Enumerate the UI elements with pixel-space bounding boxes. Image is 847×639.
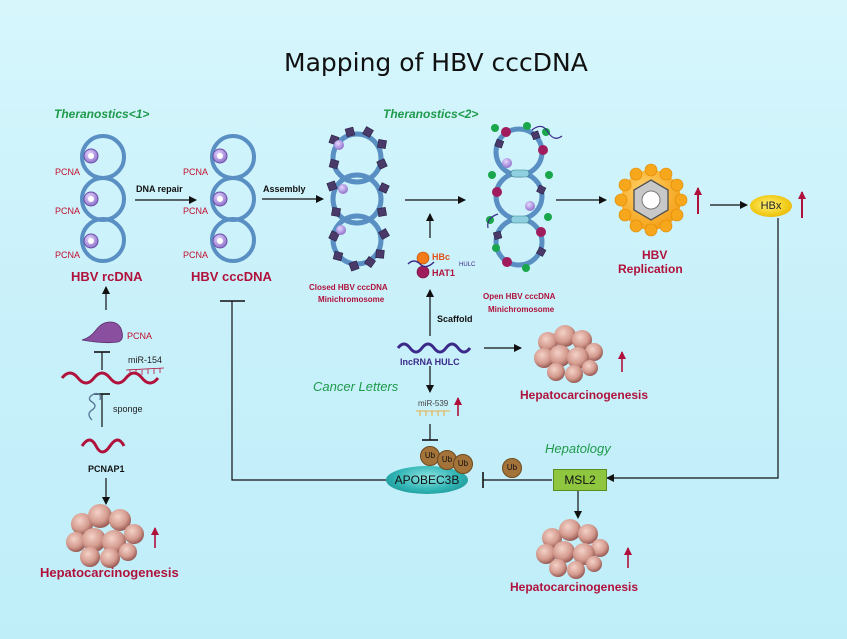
ub-tag-1: Ub	[420, 446, 440, 466]
pcna-clamp-rc-1	[83, 148, 99, 164]
hbc-label: HBc	[432, 252, 451, 262]
closed-mini-label-1: Closed HBV cccDNA	[309, 283, 388, 292]
closed-minichromosome	[326, 126, 390, 272]
pcna-clamp-rc-3	[83, 233, 99, 249]
tumor-center	[534, 325, 603, 383]
msl2-node: MSL2	[553, 469, 607, 491]
open-mini-label-2: Minichromosome	[488, 305, 555, 314]
sponge-hairpin	[88, 392, 102, 421]
journal-cancer-letters: Cancer Letters	[313, 379, 399, 394]
pcna-label-rc-1: PCNA	[55, 167, 81, 177]
pcna-clamp-rc-2	[83, 191, 99, 207]
rcdna-rings	[80, 134, 126, 263]
closed-mini-label-2: Minichromosome	[318, 295, 385, 304]
cccdna-rings	[210, 134, 256, 263]
journal-hepatology: Hepatology	[545, 441, 611, 456]
pcna-label-ccc-1: PCNA	[183, 167, 209, 177]
journal-theranostics-1: Theranostics<1>	[54, 107, 150, 121]
tumor-right	[536, 519, 609, 579]
open-minichromosome	[486, 122, 563, 272]
pcna-clamp-ccc-3	[212, 233, 228, 249]
pcna-label-rc-3: PCNA	[55, 250, 81, 260]
pcna-clamp-ccc-2	[212, 191, 228, 207]
rcdna-label: HBV rcDNA	[71, 269, 143, 284]
pcnap1-label: PCNAP1	[88, 464, 125, 474]
hbv-replication-line2: Replication	[618, 262, 683, 276]
hbv-replication-line1: HBV	[642, 248, 668, 262]
hepatocarcinogenesis-center: Hepatocarcinogenesis	[520, 388, 649, 402]
cccdna-label: HBV cccDNA	[191, 269, 272, 284]
hepatocarcinogenesis-right: Hepatocarcinogenesis	[510, 580, 639, 594]
pcna-label-ccc-2: PCNA	[183, 206, 209, 216]
sponge-label: sponge	[113, 404, 143, 414]
pcna-clamp-ccc-1	[212, 148, 228, 164]
journal-theranostics-2: Theranostics<2>	[383, 107, 479, 121]
hulc-small-label: HULC	[459, 262, 476, 268]
hat1-label: HAT1	[432, 268, 455, 278]
scaffold-label: Scaffold	[437, 314, 473, 324]
hbx-to-msl2-arrow	[606, 218, 779, 482]
lncrna-hulc-label: lncRNA HULC	[400, 357, 460, 367]
mir539-strand	[416, 410, 450, 416]
pcna-mrna	[60, 371, 160, 385]
dna-repair-label: DNA repair	[136, 184, 183, 194]
pcnap1-rna	[80, 438, 126, 454]
mir154-label: miR-154	[128, 355, 163, 365]
pcna-protein-shape	[81, 321, 123, 344]
hbv-virion	[614, 163, 688, 237]
tumor-left	[66, 504, 144, 568]
assembly-label: Assembly	[263, 184, 306, 194]
pcna-label-ccc-3: PCNA	[183, 250, 209, 260]
pcna-protein-label: PCNA	[127, 331, 153, 341]
hbc-hat1-complex	[407, 251, 435, 279]
ub-tag-msl2: Ub	[502, 458, 522, 478]
lncrna-hulc	[396, 342, 472, 354]
hepatocarcinogenesis-left: Hepatocarcinogenesis	[40, 565, 179, 580]
open-mini-label-1: Open HBV cccDNA	[483, 292, 556, 301]
ub-tag-3: Ub	[453, 454, 473, 474]
mir539-label: miR-539	[418, 399, 449, 408]
page-title: Mapping of HBV cccDNA	[284, 48, 588, 77]
apobec-inhibits-cccdna	[231, 301, 388, 481]
hbx-node: HBx	[750, 195, 792, 217]
apobec3b-node: APOBEC3B	[386, 466, 468, 494]
mir154-strand	[125, 367, 165, 375]
pcna-label-rc-2: PCNA	[55, 206, 81, 216]
